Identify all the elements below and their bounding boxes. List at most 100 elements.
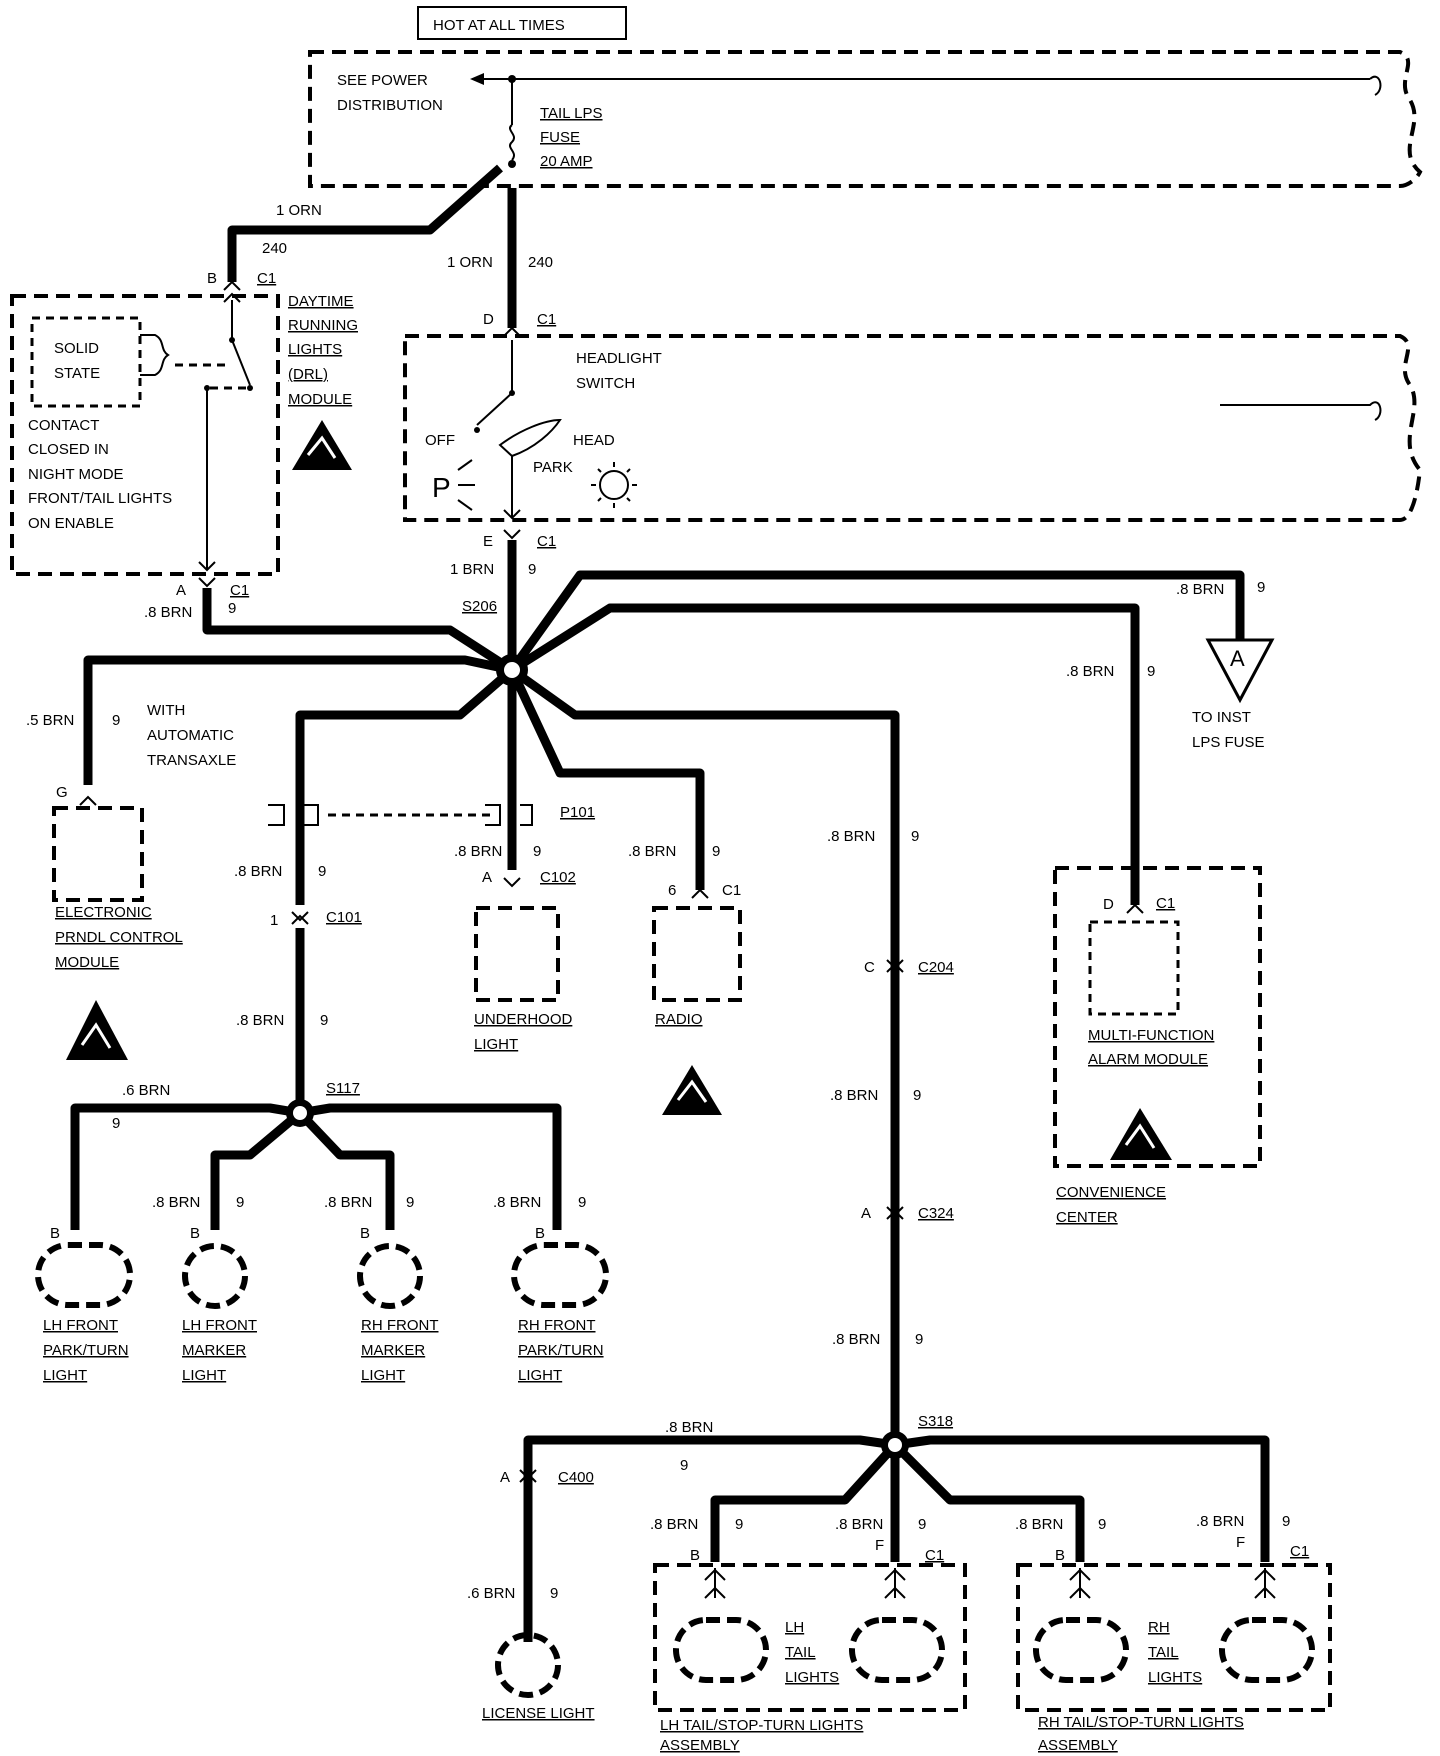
wire-circuit-alarm: 9 [1147, 663, 1155, 680]
radio-name: RADIO [655, 1011, 703, 1028]
wire-brn8-alarm: .8 BRN [1066, 663, 1114, 680]
wire-circuit-rear-3: 9 [915, 1331, 923, 1348]
convenience-center-line1: CONVENIENCE [1056, 1184, 1166, 1201]
splice-s206: S206 [462, 598, 497, 615]
c324-pin-a: A [861, 1205, 871, 1222]
splice-s206-node [496, 654, 528, 686]
lh-tail-assembly-box [653, 1563, 967, 1712]
wire-brn8-rear-3: .8 BRN [832, 1331, 880, 1348]
switch-connector-c1-top: C1 [537, 311, 556, 328]
lh-front-park-line3: LIGHT [43, 1367, 87, 1384]
lh-front-marker-line1: LH FRONT [182, 1317, 257, 1334]
wire-brn8-lh-tail-f: .8 BRN [835, 1516, 883, 1533]
wire-orn-circuit-switch: 240 [528, 254, 553, 271]
headlight-switch-line2: SWITCH [576, 375, 635, 392]
wire-brn8-radio: .8 BRN [628, 843, 676, 860]
drl-name-line2: RUNNING [288, 317, 358, 334]
splice-s318-node [881, 1431, 909, 1459]
wire-circuit-switch: 9 [528, 561, 536, 578]
license-light-bulb-icon [495, 1632, 561, 1698]
inst-fuse-arrow [1205, 638, 1275, 704]
switch-pin-d: D [483, 311, 494, 328]
prndl-module-box [52, 806, 144, 902]
connector-c101: C101 [326, 909, 362, 926]
lh-front-marker-line3: LIGHT [182, 1367, 226, 1384]
wire-s206-to-radio [507, 668, 705, 890]
drl-connector-c1-top: C1 [257, 270, 276, 287]
rh-front-park-bulb-icon [511, 1242, 609, 1308]
fuse-label-line2: FUSE [540, 129, 580, 146]
connector-c102: C102 [540, 869, 576, 886]
wire-brn8-to-c101: .8 BRN [234, 863, 282, 880]
rh-front-marker-line3: LIGHT [361, 1367, 405, 1384]
fuse-label-line1: TAIL LPS [540, 105, 603, 122]
radio-box [652, 906, 742, 1002]
lh-tail-label-line2: TAIL [785, 1644, 816, 1661]
rh-front-marker-line2: MARKER [361, 1342, 425, 1359]
drl-name-line4: (DRL) [288, 366, 328, 383]
lh-assembly-line2: ASSEMBLY [660, 1737, 740, 1754]
c400-pin-a: A [500, 1469, 510, 1486]
wire-brn5-prndl: .5 BRN [26, 712, 74, 729]
wire-brn8-rh-tail-b: .8 BRN [1015, 1516, 1063, 1533]
drl-contact-line1: CONTACT [28, 417, 99, 434]
wire-brn8-drl: .8 BRN [144, 604, 192, 621]
headlight-switch-line1: HEADLIGHT [576, 350, 662, 367]
wire-s117-to-lh-front-marker [210, 1109, 303, 1230]
fuse-label-line3: 20 AMP [540, 153, 593, 170]
lh-front-park-line1: LH FRONT [43, 1317, 118, 1334]
rh-tail-pin-b: B [1055, 1547, 1065, 1564]
fuse-20amp-icon [509, 124, 515, 161]
transaxle-line2: AUTOMATIC [147, 727, 234, 744]
rh-tail-label-line1: RH [1148, 1619, 1170, 1636]
rh-assembly-line2: ASSEMBLY [1038, 1737, 1118, 1754]
connector-c400: C400 [558, 1469, 594, 1486]
lh-front-park-pin-b: B [50, 1225, 60, 1242]
wire-circuit-rh-tail-b: 9 [1098, 1516, 1106, 1533]
wire-brn8-from-c101: .8 BRN [236, 1012, 284, 1029]
wire-orn-circuit-drl: 240 [262, 240, 287, 257]
wire-s206-to-s117 [295, 666, 515, 905]
switch-off-label: OFF [425, 432, 455, 449]
drl-pin-b: B [207, 270, 217, 287]
switch-connector-c1-bottom: C1 [537, 533, 556, 550]
transaxle-line3: TRANSAXLE [147, 752, 236, 769]
alarm-name-line2: ALARM MODULE [1088, 1051, 1208, 1068]
inst-fuse-line2: LPS FUSE [1192, 734, 1265, 751]
esd-warning-icon [66, 1000, 128, 1060]
wire-brn6-lh-front-park: .6 BRN [122, 1082, 170, 1099]
rh-tail-assembly-box [1016, 1563, 1332, 1712]
underhood-name-line1: UNDERHOOD [474, 1011, 573, 1028]
wire-circuit-prndl: 9 [112, 712, 120, 729]
lh-assembly-line1: LH TAIL/STOP-TURN LIGHTS [660, 1717, 863, 1734]
prndl-name-line1: ELECTRONIC [55, 904, 152, 921]
wire-s206-to-alarm [509, 603, 1140, 905]
wire-circuit-rh-tail-f: 9 [1282, 1513, 1290, 1530]
wire-brn8-rh-tail-f: .8 BRN [1196, 1513, 1244, 1530]
hot-at-all-times-label-box: HOT AT ALL TIMES [417, 6, 627, 40]
wire-s206-to-prndl [83, 655, 513, 785]
connector-c324: C324 [918, 1205, 954, 1222]
wire-brn8-underhood: .8 BRN [454, 843, 502, 860]
wire-circuit-lh-front-park: 9 [112, 1115, 120, 1132]
wire-brn8-license: .8 BRN [665, 1419, 713, 1436]
wire-circuit-underhood: 9 [533, 843, 541, 860]
splice-s117-node [286, 1099, 314, 1127]
see-power-distribution-line2: DISTRIBUTION [337, 97, 443, 114]
drl-contact-line5: ON ENABLE [28, 515, 114, 532]
c204-pin-c: C [864, 959, 875, 976]
wire-brn1-switch: 1 BRN [450, 561, 494, 578]
drl-name-line3: LIGHTS [288, 341, 342, 358]
solid-state-box [30, 316, 142, 408]
transaxle-line1: WITH [147, 702, 185, 719]
wire-circuit-rh-front-marker: 9 [406, 1194, 414, 1211]
lh-tail-connector-c1: C1 [925, 1547, 944, 1564]
wire-s318-to-lh-tail-b [710, 1441, 899, 1562]
rh-tail-pin-f: F [1236, 1534, 1245, 1551]
wire-brn6-license: .6 BRN [467, 1585, 515, 1602]
lh-tail-bulb-2-icon [849, 1617, 945, 1683]
drl-connector-c1-bottom: C1 [230, 582, 249, 599]
splice-s117: S117 [326, 1080, 360, 1097]
rh-front-park-line3: LIGHT [518, 1367, 562, 1384]
wire-circuit-drl: 9 [228, 600, 236, 617]
